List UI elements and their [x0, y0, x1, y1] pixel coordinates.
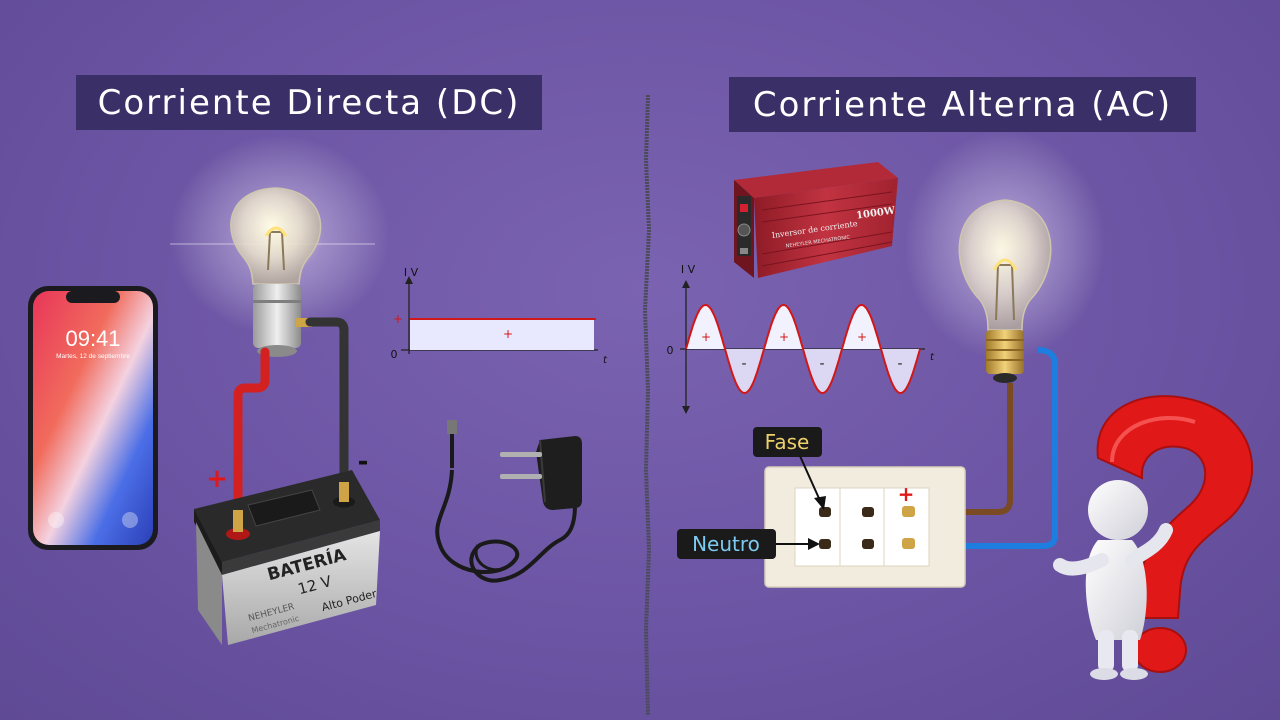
ac-minus-3: -	[897, 356, 902, 372]
battery-minus-label: -	[358, 447, 369, 477]
dc-axis-x: t	[603, 355, 608, 366]
ac-negative-area	[725, 349, 920, 393]
black-wire	[305, 317, 349, 495]
ac-minus-1: -	[741, 356, 746, 372]
dc-zero: 0	[391, 348, 398, 361]
ac-minus-2: -	[819, 356, 824, 372]
dc-area	[410, 319, 594, 350]
ac-axis-y: I V	[681, 263, 696, 276]
center-divider	[642, 94, 652, 716]
flashlight-icon	[48, 512, 64, 528]
phone-date: Martes, 12 de septiembre	[56, 353, 130, 360]
outlet-plus: +	[898, 482, 915, 506]
battery: BATERÍA 12 V Alto Poder NEHEYLER Mechatr…	[194, 470, 380, 645]
ac-positive-area	[686, 305, 881, 349]
ac-light-bulb	[958, 199, 1052, 383]
phone-time: 09:41	[65, 326, 120, 351]
smartphone: 09:41 Martes, 12 de septiembre	[28, 286, 158, 550]
ac-plus-3: +	[857, 330, 867, 344]
wall-charger	[435, 420, 582, 583]
ac-plus-2: +	[779, 330, 789, 344]
brown-wire	[915, 383, 1013, 515]
ac-plus-1: +	[701, 330, 711, 344]
dc-graph: I V t 0 + +	[391, 266, 609, 366]
dc-plus-tick: +	[393, 312, 403, 326]
dc-axis-y: I V	[404, 266, 419, 279]
fase-arrow	[799, 455, 823, 506]
title-dc: Corriente Directa (DC)	[76, 75, 542, 130]
red-wire	[233, 347, 270, 525]
dc-plus-area: +	[503, 327, 513, 341]
inverter-watts: 1000W	[856, 205, 897, 221]
title-ac: Corriente Alterna (AC)	[729, 77, 1196, 132]
fase-label: Fase	[765, 430, 810, 454]
ac-wave	[685, 303, 921, 395]
battery-plus-label: +	[206, 464, 228, 494]
dc-light-bulb	[230, 187, 322, 357]
thinking-person-figure	[1053, 480, 1173, 680]
ac-zero: 0	[667, 344, 674, 357]
neutro-label: Neutro	[692, 532, 760, 556]
power-inverter: Inversor de corriente 1000W NEHEYLER MEC…	[734, 162, 898, 278]
ac-axis-x: t	[930, 352, 935, 363]
blue-wire	[915, 347, 1058, 549]
camera-icon	[122, 512, 138, 528]
ac-graph: I V t 0 + + + - - -	[667, 263, 935, 414]
wall-outlet: +	[764, 466, 966, 588]
